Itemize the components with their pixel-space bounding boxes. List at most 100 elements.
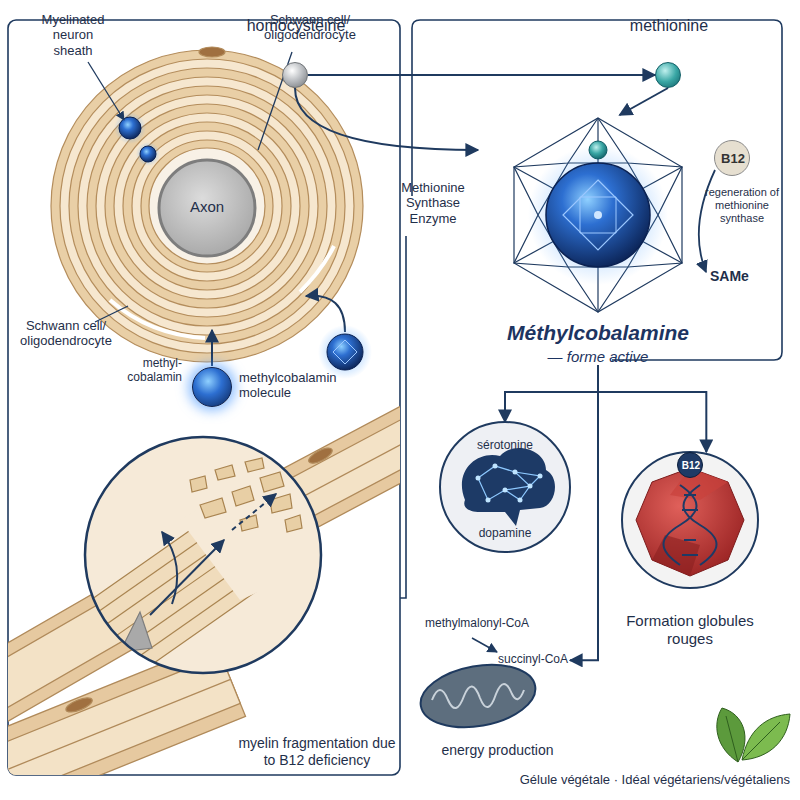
cobalamin-core-part xyxy=(589,141,607,159)
regeneration-arrow-part xyxy=(699,170,715,272)
red-cell-icon xyxy=(622,452,758,588)
enzyme-polyhedron-part xyxy=(514,118,682,312)
part-label: methyl-cobalamin xyxy=(112,356,182,384)
zoom-circle-part xyxy=(85,437,321,673)
flow-arrow xyxy=(295,88,478,150)
flow-arrow xyxy=(505,365,598,422)
myelin-sheath-part xyxy=(123,122,291,290)
myelin-sheath-part xyxy=(132,131,282,281)
neurotransmitter-label: sérotonine xyxy=(440,438,570,452)
note-label: regeneration of methionine synthase xyxy=(702,186,782,225)
brain-icon-part xyxy=(476,464,543,503)
cobalamin-core xyxy=(528,141,668,285)
sheath-molecules-part xyxy=(114,112,146,144)
zoom-circle-part-part xyxy=(232,494,276,530)
cobalamin-core-part xyxy=(528,145,668,285)
cobalamin-core-part xyxy=(563,180,633,250)
part-label: Axon xyxy=(167,198,247,216)
zoom-circle-part-part xyxy=(232,486,254,506)
b12-badge: B12 xyxy=(714,140,750,176)
myelin-sheath-part xyxy=(87,86,327,326)
zoom-circle-part-part xyxy=(200,498,226,518)
cobalamin-core-part xyxy=(594,211,602,219)
caption-note: Gélule végétale · Idéal végétariens/végé… xyxy=(420,772,790,787)
brain-icon-part-part xyxy=(493,464,498,469)
substrate-sphere: homocysteine xyxy=(282,62,308,88)
myelin-sheath-part xyxy=(51,50,363,362)
function-label: energy production xyxy=(415,742,580,759)
mitochondria-node: methylmalonyl-CoAsuccinyl-CoAenergy prod… xyxy=(425,612,570,768)
myelin-sheath-part xyxy=(149,148,265,264)
red-cell-icon-part-part xyxy=(684,485,717,565)
myelin-sheath-part xyxy=(60,59,354,353)
nerve-fibers-part-part xyxy=(307,445,335,466)
metabolite-label: succinyl-CoA xyxy=(498,652,578,666)
enzyme-label: Methionine Synthase Enzyme xyxy=(392,180,474,226)
part-label: Schwann cell/ oligodendrocyte xyxy=(6,318,126,349)
red-cell-icon-part-part xyxy=(684,494,696,496)
leaf-icon xyxy=(717,708,790,762)
regeneration-arrow xyxy=(699,170,715,272)
myelin-sheath-part xyxy=(69,68,345,344)
flow-arrow xyxy=(570,365,598,660)
brain-icon-part-part xyxy=(538,474,543,479)
red-cell-icon-part-part xyxy=(684,539,696,541)
sheath-molecules-part xyxy=(119,117,141,139)
zoom-circle-part xyxy=(150,494,276,615)
red-cell-icon-part xyxy=(652,535,700,576)
zoom-circle-part xyxy=(39,430,368,709)
brain-icon-part-part xyxy=(503,488,508,493)
brain-icon-part-part xyxy=(478,466,530,500)
free-molecule-part xyxy=(333,340,357,364)
myelin-sheath-part xyxy=(105,104,309,308)
brain-icon-part-part xyxy=(528,484,533,489)
cofactor-subtitle: — forme active xyxy=(478,348,718,366)
flow-arrow xyxy=(598,365,706,452)
zoom-circle-part-part xyxy=(240,515,258,531)
leader-lines-part xyxy=(88,62,124,120)
myelin-sheath-part xyxy=(114,113,300,299)
red-cell-icon-part-part xyxy=(682,554,698,556)
note-label: myelin fragmentation due to B12 deficien… xyxy=(236,735,398,768)
leader-lines xyxy=(88,52,292,322)
product-sphere: methionine xyxy=(655,62,681,88)
nerve-fibers xyxy=(8,396,400,775)
red-cell-icon-part xyxy=(664,485,717,565)
enzyme-polyhedron xyxy=(514,118,682,312)
brain-icon-part xyxy=(478,466,540,500)
zoom-circle-part-part xyxy=(298,466,314,481)
blood-cell-circle: Formation globules rougesB12 xyxy=(622,452,758,588)
cobalamin-core-part xyxy=(546,163,650,267)
myelin-sheath-part xyxy=(141,140,273,272)
myelin-sheath-part xyxy=(199,47,225,57)
left-panel-frame-part xyxy=(400,236,406,598)
brain-icon-part-part xyxy=(518,498,523,503)
red-cell-icon-part-part xyxy=(682,509,698,511)
red-cell-icon-part-part xyxy=(664,485,697,565)
sheath-molecules-part xyxy=(140,146,156,162)
blood-cell-label: Formation globules rouges xyxy=(625,612,755,647)
zoom-circle-part-part xyxy=(190,476,207,492)
zoom-circle-part-part xyxy=(270,494,292,513)
product-label: methionine xyxy=(599,17,739,36)
neuro-circle: sérotoninedopamine xyxy=(440,422,570,552)
product-label: SAMe xyxy=(710,268,770,285)
axon xyxy=(159,160,255,256)
right-panel-frame xyxy=(412,20,782,360)
nerve-fibers-part-part xyxy=(64,695,94,715)
metabolite-label: methylmalonyl-CoA xyxy=(425,616,555,630)
myelin-sheath-part xyxy=(110,300,205,338)
part-label: Myelinated neuron sheath xyxy=(32,12,114,58)
cofactor-node: Méthylcobalamine— forme active xyxy=(478,115,718,365)
zoom-circle-part-part xyxy=(180,430,330,600)
brain-icon-part-part xyxy=(505,472,540,500)
badge-text: B12 xyxy=(678,460,704,472)
brain-icon-part-part xyxy=(513,470,518,475)
myelin-sheath xyxy=(51,47,363,362)
mitochondrion-part xyxy=(472,638,497,652)
molecule-label: methylcobalamin molecule xyxy=(239,370,343,401)
leaf-icon-part xyxy=(726,716,780,762)
